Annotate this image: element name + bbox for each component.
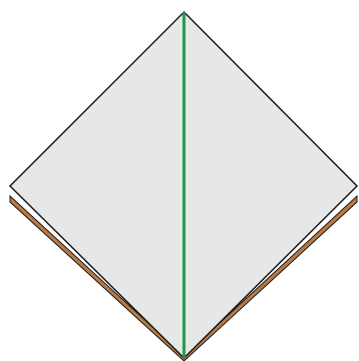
diagram-canvas (0, 0, 359, 361)
origami-diagram (0, 0, 359, 361)
